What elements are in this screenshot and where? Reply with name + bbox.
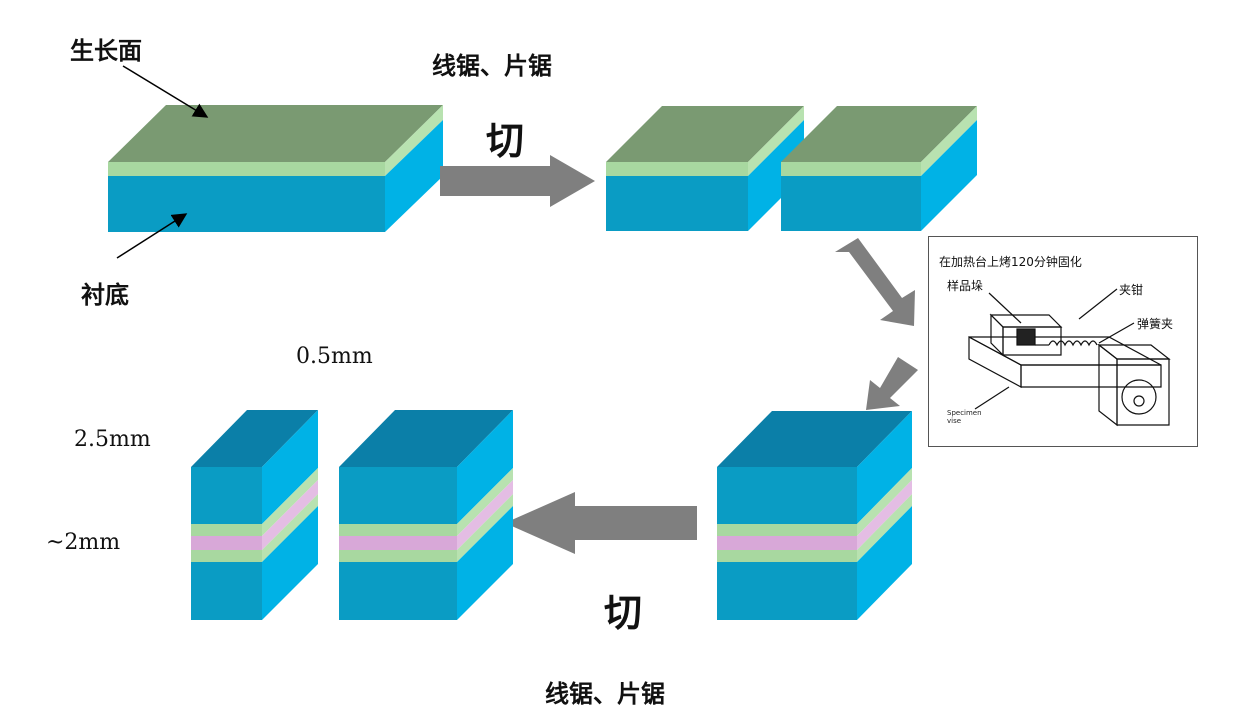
inset-title: 在加热台上烤120分钟固化 bbox=[939, 255, 1082, 269]
cut-piece-1 bbox=[606, 106, 804, 231]
wafer-block bbox=[108, 105, 443, 232]
arrow-from-inset bbox=[866, 357, 918, 410]
substrate-label: 衬底 bbox=[81, 281, 129, 309]
cut-label-bottom: 切 bbox=[604, 591, 643, 635]
growth-surface-pointer bbox=[122, 65, 209, 118]
specimen-vise-inset: 在加热台上烤120分钟固化 样品垛 夹钳 弹簧夹 Specimen vise bbox=[928, 236, 1198, 447]
sample-holder-label: 样品垛 bbox=[947, 279, 984, 293]
dim-height-label: 2.5mm bbox=[74, 427, 151, 452]
cut-arrow-right bbox=[440, 155, 595, 207]
bar-piece-1 bbox=[191, 410, 318, 620]
dim-width-label: ~2mm bbox=[46, 530, 121, 555]
dim-thickness-label: 0.5mm bbox=[296, 344, 373, 369]
bar-piece-2 bbox=[339, 410, 513, 620]
cut-piece-2 bbox=[781, 106, 977, 231]
vise-drawing bbox=[968, 288, 1171, 427]
clamp-label: 夹钳 bbox=[1119, 283, 1144, 297]
cut-label-top: 切 bbox=[486, 119, 525, 163]
substrate-pointer bbox=[116, 213, 188, 259]
saw-label-bottom: 线锯、片锯 bbox=[545, 680, 665, 708]
growth-surface-label: 生长面 bbox=[70, 37, 142, 65]
spring-clamp-label: 弹簧夹 bbox=[1137, 317, 1174, 331]
saw-label-top: 线锯、片锯 bbox=[432, 52, 552, 80]
cut-arrow-left bbox=[505, 492, 697, 554]
arrow-to-inset bbox=[835, 238, 915, 326]
stacked-block bbox=[717, 411, 912, 620]
specimen-vise-label: Specimen vise bbox=[947, 409, 982, 425]
